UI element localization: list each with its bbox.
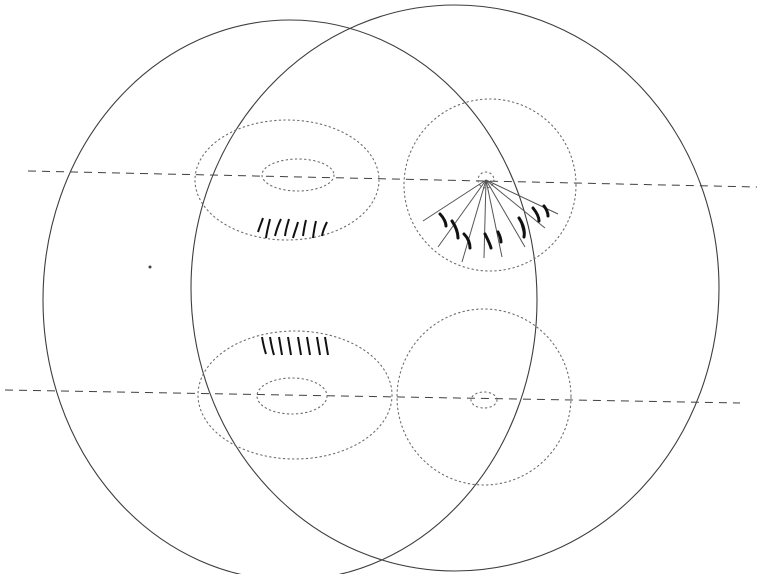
chromosome-mark (316, 336, 321, 356)
chromosome-mark (284, 218, 290, 237)
chromosome-mark (496, 230, 503, 244)
upper-right-chromosomes (438, 204, 550, 250)
chromosome-mark (306, 336, 311, 356)
chromosome-mark (292, 221, 299, 239)
lower-right-dotted-circle (396, 308, 572, 486)
upper-dashed-line (27, 170, 758, 188)
chromosome-mark (324, 336, 329, 356)
chromosome-mark (517, 216, 526, 239)
upper-right-spindle (422, 179, 559, 263)
spindle-fiber (485, 179, 526, 248)
chromosome-mark (531, 206, 541, 223)
chromosome-mark (274, 218, 282, 237)
lower-right-small-center-oval (470, 391, 498, 409)
chromosome-mark (269, 336, 275, 356)
chromosome-mark (312, 220, 317, 239)
spindle-fiber (422, 179, 487, 222)
upper-left-chromosome-row (257, 217, 328, 239)
lower-left-chromosome-row (261, 336, 329, 356)
spindle-fiber (437, 179, 487, 248)
upper-left-dotted-oval (194, 119, 380, 241)
lower-left-dotted-oval (197, 330, 393, 460)
chromosome-mark (542, 204, 550, 218)
chromosome-mark (302, 219, 307, 237)
chromosome-mark (483, 232, 493, 250)
chromosome-mark (257, 217, 264, 233)
chromosome-mark (278, 336, 283, 356)
spindle-fiber (485, 179, 546, 229)
chromosome-mark (265, 218, 271, 239)
stray-dot (148, 265, 152, 269)
spindle-fiber (485, 179, 503, 258)
spindle-fiber (461, 179, 487, 263)
chromosome-mark (297, 336, 302, 356)
lower-dashed-line (4, 389, 741, 404)
chromosome-mark (438, 212, 448, 228)
chromosome-mark (261, 336, 267, 355)
upper-right-dotted-circle (403, 98, 577, 272)
chromosome-mark (450, 219, 460, 240)
left-large-circle (42, 19, 538, 574)
lower-left-inner-nucleus (256, 377, 328, 415)
chromosome-mark (321, 221, 328, 237)
chromosome-mark (287, 336, 292, 356)
right-large-circle (190, 4, 720, 572)
chromosome-mark (462, 232, 472, 250)
upper-left-inner-nucleus (261, 158, 335, 192)
spindle-fiber (483, 179, 487, 259)
upper-right-small-center-circle (477, 171, 495, 189)
